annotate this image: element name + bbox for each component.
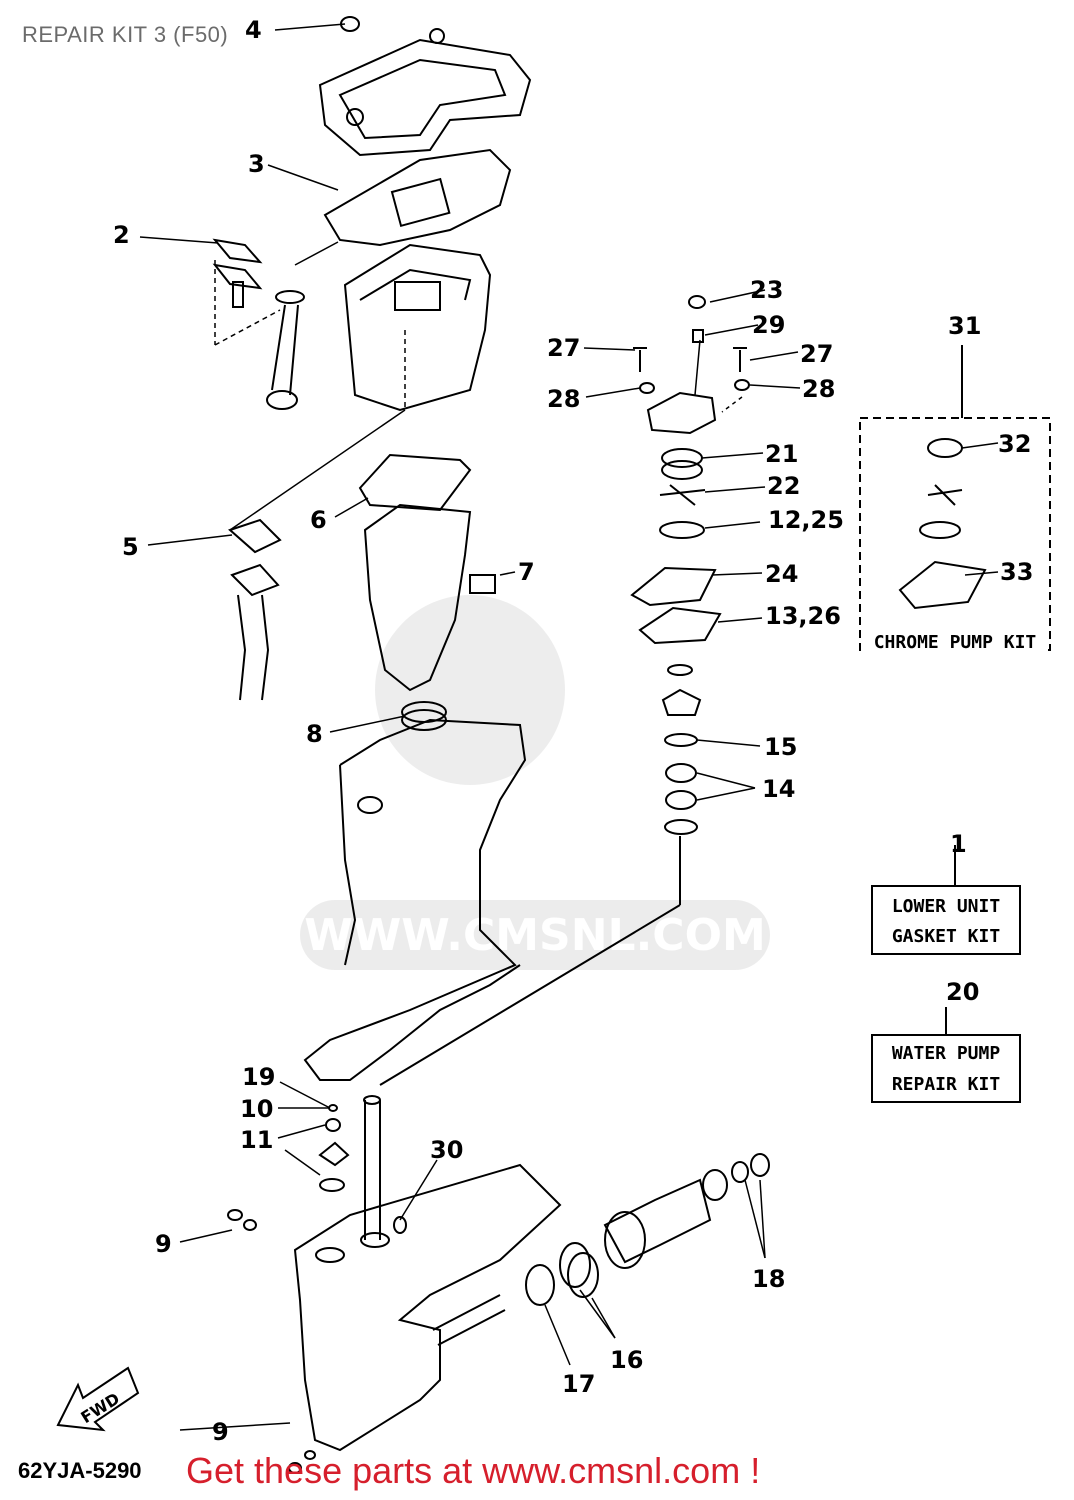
- callout-8: 8: [306, 720, 323, 748]
- page-title: REPAIR KIT 3 (F50): [22, 22, 229, 47]
- gasket-kit-line2: GASKET KIT: [892, 926, 1001, 947]
- callout-17: 17: [562, 1370, 595, 1398]
- callout-5: 5: [122, 533, 139, 561]
- callout-9-lower: 9: [212, 1418, 229, 1446]
- callout-21: 21: [765, 440, 798, 468]
- callout-16: 16: [610, 1346, 643, 1374]
- callout-27-left: 27: [547, 334, 580, 362]
- gasket-part-6: [358, 453, 472, 512]
- drive-shaft-housing: [303, 718, 527, 1081]
- watermark-text: WWW.CMSNL.COM: [304, 910, 766, 961]
- callout-18: 18: [752, 1265, 785, 1293]
- drive-shaft: [363, 1095, 381, 1240]
- fwd-label: FWD: [77, 1389, 123, 1427]
- callout-7: 7: [518, 558, 535, 586]
- exhaust-guide: [343, 243, 492, 412]
- diagram-code: 62YJA-5290: [18, 1458, 142, 1483]
- callout-15: 15: [764, 733, 797, 761]
- callout-24: 24: [765, 560, 798, 588]
- watermark: WWW.CMSNL.COM: [300, 595, 770, 970]
- part-5-pipe: [228, 518, 282, 701]
- water-pump-kit-line1: WATER PUMP: [892, 1043, 1001, 1064]
- callout-4: 4: [245, 16, 262, 44]
- callout-13-26: 13,26: [765, 602, 841, 630]
- part-2-plates: [212, 238, 263, 308]
- callout-19: 19: [242, 1063, 275, 1091]
- promo-link[interactable]: Get these parts at www.cmsnl.com !: [186, 1450, 761, 1491]
- callout-32: 32: [998, 430, 1031, 458]
- callout-30: 30: [430, 1136, 463, 1164]
- water-pump-kit-line2: REPAIR KIT: [892, 1074, 1001, 1095]
- gasket-kit-line1: LOWER UNIT: [892, 896, 1001, 917]
- small-fasteners: [227, 1104, 407, 1474]
- chrome-pump-kit-box: [859, 345, 1051, 652]
- chrome-pump-kit-label: CHROME PUMP KIT: [874, 632, 1037, 653]
- kit-box-water-pump: [871, 1007, 1021, 1103]
- kit-box-gasket: [871, 845, 1021, 955]
- callout-33: 33: [1000, 558, 1033, 586]
- callout-29: 29: [752, 311, 785, 339]
- exhaust-pipe: [266, 290, 305, 410]
- callout-10: 10: [240, 1095, 273, 1123]
- callout-14: 14: [762, 775, 795, 803]
- prop-shaft-housing-parts: [525, 1153, 770, 1306]
- gasket-part-3: [323, 148, 512, 247]
- upper-casing: [318, 28, 532, 157]
- callout-31: 31: [948, 312, 981, 340]
- leader-lines: [139, 23, 999, 1431]
- callout-1: 1: [950, 830, 967, 858]
- callout-23: 23: [750, 276, 783, 304]
- callout-27-right: 27: [800, 340, 833, 368]
- callout-2: 2: [113, 221, 130, 249]
- callout-28-left: 28: [547, 385, 580, 413]
- callout-12-25: 12,25: [768, 506, 844, 534]
- callout-20: 20: [946, 978, 979, 1006]
- callout-labels: 4 3 2 5 6 7 8 9 9 19 10 11 30 23 29 27 2…: [77, 16, 1036, 1446]
- fwd-arrow-icon: [56, 1366, 140, 1432]
- callout-11: 11: [240, 1126, 273, 1154]
- callout-3: 3: [248, 150, 265, 178]
- callout-28-right: 28: [802, 375, 835, 403]
- callout-6: 6: [310, 506, 327, 534]
- lower-gear-case: [293, 1163, 562, 1452]
- callout-22: 22: [767, 472, 800, 500]
- callout-9-upper: 9: [155, 1230, 172, 1258]
- exhaust-manifold: [363, 503, 496, 692]
